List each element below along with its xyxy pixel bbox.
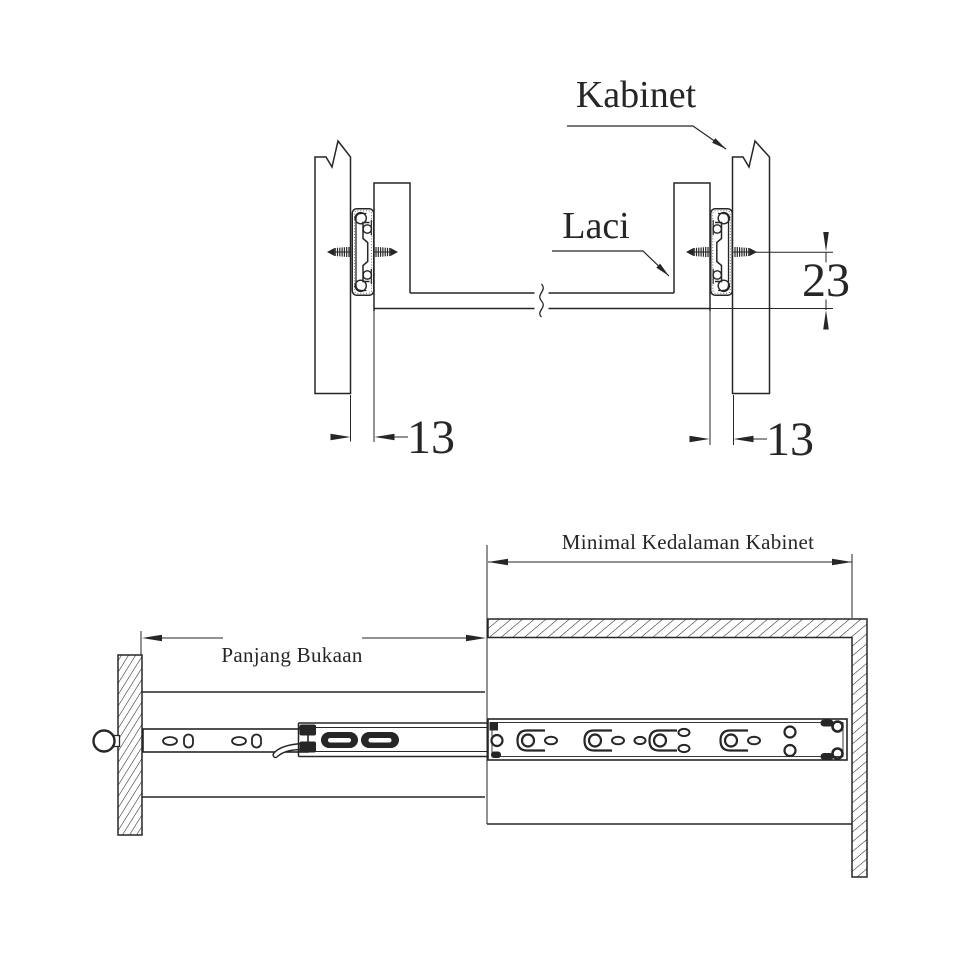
slide-cross-section-left <box>351 208 375 296</box>
cabinet-wall-right <box>731 139 771 395</box>
cabinet-slide-rail <box>487 718 848 761</box>
leader-arrow-icon <box>712 138 726 149</box>
dim-arrow-icon <box>832 558 852 566</box>
extended-drawer-rail <box>142 722 487 759</box>
dimension-panjang-bukaan-linework <box>140 631 486 655</box>
rail-rear-hooks <box>820 719 844 760</box>
middle-rail-member <box>297 722 487 758</box>
slide-cross-section-right <box>710 208 733 296</box>
dimension-13-left-value: 13 <box>407 411 455 464</box>
dim-arrow-icon <box>142 634 162 642</box>
dimension-13-right-linework <box>689 395 767 445</box>
drawer-side-left <box>373 182 411 442</box>
dimension-13-left-linework <box>330 395 408 442</box>
drawer-front-panel <box>117 654 143 836</box>
dim-arrow-icon <box>823 232 829 252</box>
cabinet-walls-section <box>487 618 868 878</box>
dimension-23-value: 23 <box>802 254 850 307</box>
laci-label: Laci <box>562 205 630 247</box>
dim-arrow-icon <box>733 435 754 443</box>
dim-arrow-icon <box>823 310 829 330</box>
cabinet-wall-left <box>314 139 352 395</box>
dimension-min-depth-linework <box>486 545 853 824</box>
leader-arrow-icon <box>656 263 669 276</box>
dim-arrow-icon <box>330 433 351 441</box>
dimension-23-linework <box>756 232 833 330</box>
dimension-13-right-value: 13 <box>766 413 814 466</box>
kabinet-leader-line <box>567 125 727 150</box>
drawer-bottom-panel <box>374 283 833 318</box>
rail-mounting-slots <box>516 725 797 758</box>
dim-arrow-icon <box>689 435 710 443</box>
side-section-view <box>92 545 868 878</box>
release-lever <box>272 742 303 759</box>
minimal-kedalaman-kabinet-label: Minimal Kedalaman Kabinet <box>561 530 815 554</box>
top-cross-section-view <box>314 125 833 445</box>
kabinet-label: Kabinet <box>575 74 697 116</box>
drawer-body-outline <box>142 691 485 798</box>
break-line-symbol <box>539 283 544 318</box>
drawer-knob <box>92 729 121 753</box>
drawer-side-right <box>673 182 711 445</box>
mounting-screws <box>326 246 758 258</box>
laci-leader-line <box>552 250 670 277</box>
dim-arrow-icon <box>488 558 508 566</box>
panjang-bukaan-label: Panjang Bukaan <box>221 643 363 667</box>
dim-arrow-icon <box>374 433 395 441</box>
dim-arrow-icon <box>466 634 486 642</box>
